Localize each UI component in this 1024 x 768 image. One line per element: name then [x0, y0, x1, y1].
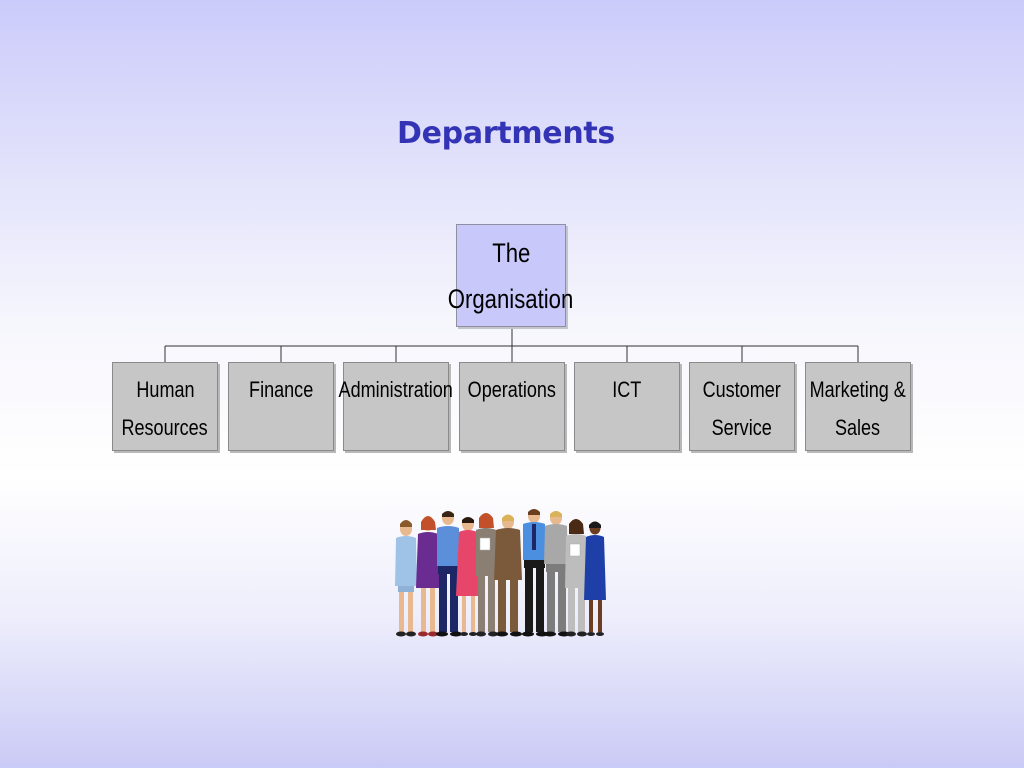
dept-label-line: ICT [612, 377, 642, 402]
person-figure [456, 517, 481, 636]
dept-node-marketing-sales[interactable]: Marketing & Sales [805, 362, 911, 451]
dept-node-customer-service[interactable]: Customer Service [689, 362, 795, 451]
group-of-people-icon [395, 509, 606, 637]
person-figure [494, 514, 522, 637]
dept-label-line: Human [135, 377, 195, 402]
dept-node-finance[interactable]: Finance [228, 362, 334, 451]
person-figure [476, 513, 498, 637]
person-figure [395, 520, 417, 637]
dept-node-human-resources[interactable]: Human Resources [112, 362, 218, 451]
page-title: Departments [397, 116, 615, 151]
dept-label-line: Operations [467, 377, 557, 402]
dept-label-line: Service [711, 415, 773, 440]
org-root-label-line: The [491, 237, 531, 268]
dept-label-line: Administration [338, 377, 454, 402]
dept-node-ict[interactable]: ICT [574, 362, 680, 451]
dept-label-line: Resources [121, 415, 209, 440]
org-root-label-line: Organisation [448, 283, 574, 314]
person-figure [584, 521, 606, 636]
person-figure [565, 519, 587, 637]
dept-label-line: Sales [835, 415, 881, 440]
dept-label-line: Finance [248, 377, 314, 402]
dept-label-line: Marketing & [809, 377, 907, 402]
dept-label-line: Customer [702, 377, 782, 402]
person-figure [416, 516, 440, 637]
person-figure [522, 509, 548, 637]
org-root-node[interactable]: The Organisation [448, 224, 574, 327]
person-figure [436, 511, 462, 637]
dept-node-administration[interactable]: Administration [339, 362, 453, 451]
dept-node-operations[interactable]: Operations [459, 362, 565, 451]
